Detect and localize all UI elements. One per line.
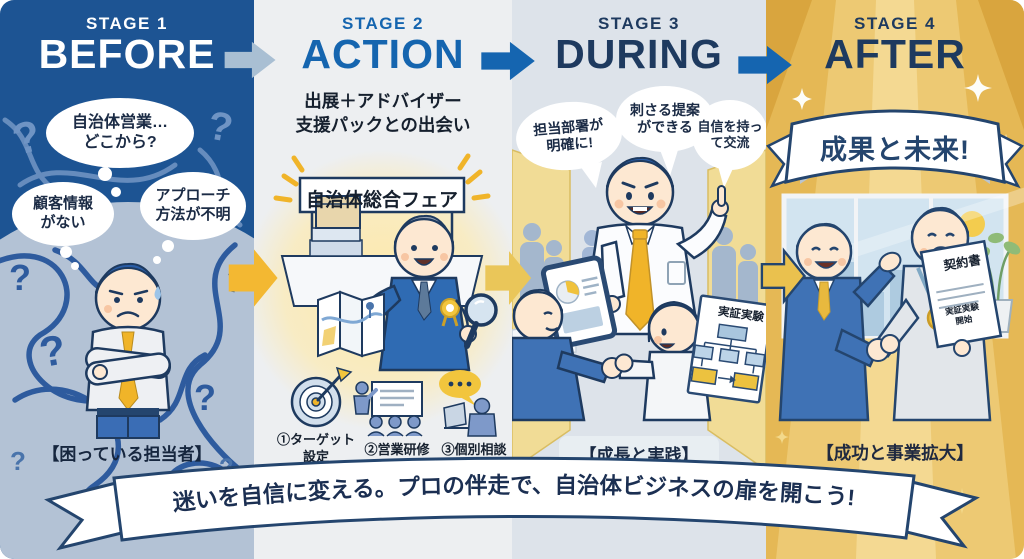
worried-man — [84, 262, 172, 439]
stage-label: STAGE 2 — [342, 14, 424, 33]
advisor-man — [317, 214, 498, 372]
sparkle-dashes — [273, 153, 491, 203]
step-label-training: ②営業研修 — [364, 442, 430, 457]
chevron-right-arrow-icon — [481, 41, 535, 81]
contract-document — [919, 239, 1003, 349]
question-mark: ? — [204, 103, 236, 151]
question-mark: ? — [194, 377, 216, 418]
panel-after: STAGE 4 AFTER 成果と未来! 契約書 実証実験 開始 【成功と事業拡… — [766, 0, 1024, 559]
question-mark: ? — [9, 257, 31, 298]
fair-sign-label: 自治体総合フェア — [305, 190, 458, 211]
footer-ribbon: 迷いを自信に変える。プロの伴走で、自治体ビジネスの扉を開こう! — [44, 456, 980, 551]
consultation-icon — [439, 370, 497, 437]
young-woman — [616, 300, 712, 422]
thought-bubble: 顧客情報 がない — [12, 182, 114, 246]
map — [317, 290, 385, 358]
panel-caption: 【困っている担当者】 — [42, 445, 212, 464]
stage-label: STAGE 4 — [854, 14, 936, 33]
handshake — [614, 353, 634, 373]
magnifier-icon — [455, 293, 498, 349]
ray — [978, 0, 1024, 130]
yellow-arrow-icon — [228, 249, 278, 307]
question-mark: ? — [10, 446, 26, 476]
thought-trails — [60, 167, 174, 270]
sales-training-icon — [353, 381, 423, 437]
after-illustration — [766, 0, 1024, 559]
stage-title: DURING — [555, 31, 723, 77]
results-banner-text: 成果と未来! — [820, 135, 970, 165]
thought-bubble: アプローチ 方法が不明 — [140, 172, 246, 240]
stage-title: BEFORE — [38, 31, 216, 77]
poc-document — [686, 294, 766, 404]
chevron-right-arrow-icon — [224, 41, 276, 79]
older-man — [512, 288, 612, 422]
ribbon-band — [112, 456, 916, 542]
stage-label: STAGE 1 — [86, 14, 168, 33]
panel-caption: 【成功と事業拡大】 — [816, 443, 974, 463]
action-subtitle: 出展＋アドバイザー 支援パックとの出会い — [295, 91, 471, 135]
question-mark: ? — [8, 111, 46, 165]
yellow-arrow-icon — [760, 247, 807, 305]
handshake — [880, 334, 900, 354]
stage-label: STAGE 3 — [598, 14, 680, 33]
stage-title: AFTER — [824, 31, 966, 77]
target-icon — [290, 366, 353, 428]
yellow-arrow-icon — [485, 251, 532, 305]
stage-title: ACTION — [301, 31, 465, 77]
speech-bubble: 自信を持っ て交流 — [692, 100, 766, 170]
step-label-consult: ③個別相談 — [441, 442, 507, 457]
action-illustration — [254, 150, 512, 437]
step-label-target: ①ターゲット 設定 — [276, 432, 355, 464]
thought-bubble: 自治体営業… どこから? — [46, 98, 194, 168]
during-illustration — [512, 149, 766, 471]
partner-man — [778, 222, 902, 422]
chevron-right-arrow-icon — [738, 45, 792, 85]
results-banner-ribbon — [766, 109, 1024, 189]
